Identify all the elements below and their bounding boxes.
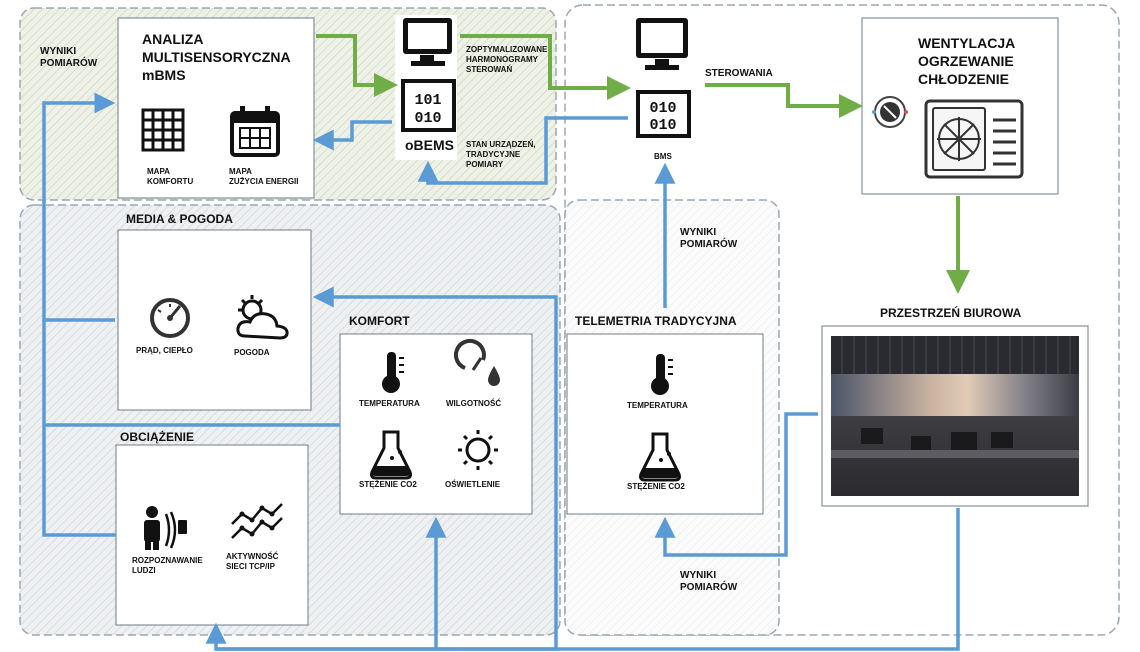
office-title: PRZESTRZEŃ BIUROWA bbox=[880, 306, 1022, 320]
obems-monitor-icon bbox=[403, 18, 452, 66]
obems-top-text: ZOPTYMALIZOWANE HARMONOGRAMY STEROWAŃ bbox=[466, 45, 548, 74]
network-icon bbox=[224, 500, 292, 572]
telemetry-flask-icon bbox=[625, 426, 697, 496]
grid-icon bbox=[141, 108, 185, 152]
flow-bottom-to-load bbox=[205, 622, 556, 651]
hvac-unit-icon bbox=[924, 99, 1024, 179]
humidity-icon bbox=[444, 338, 512, 410]
green-flows bbox=[316, 34, 970, 294]
person-icon bbox=[128, 502, 216, 570]
media-title: MEDIA & POGODA bbox=[126, 212, 233, 226]
komfort-item-label: WILGOTNOŚĆ bbox=[446, 399, 502, 408]
svg-text:101: 101 bbox=[414, 92, 441, 109]
obems-binary-icon: 101 010 bbox=[401, 79, 456, 132]
mbms-panel bbox=[117, 17, 315, 199]
komfort-item-label: OŚWIETLENIE bbox=[445, 480, 501, 489]
thermometer-icon bbox=[358, 346, 430, 410]
load-item-label: ROZPOZNAWANIE LUDZI bbox=[132, 556, 203, 575]
komfort-item-label: TEMPERATURA bbox=[359, 399, 420, 408]
flow-sensors-to-mbms bbox=[42, 92, 116, 322]
thermostat-dial-icon bbox=[866, 92, 912, 132]
sun-icon bbox=[444, 422, 512, 494]
mbms-item-label: MAPA KOMFORTU bbox=[147, 167, 194, 186]
mbms-side-label: WYNIKI POMIARÓW bbox=[40, 46, 98, 69]
telemetry-thermometer-icon bbox=[625, 346, 697, 412]
svg-text:010: 010 bbox=[649, 100, 676, 117]
bms-binary-icon: 010 010 bbox=[636, 90, 691, 138]
flow-bms-to-obems bbox=[417, 116, 628, 185]
load-title: OBCIĄŻENIE bbox=[120, 430, 195, 444]
calendar-icon bbox=[229, 106, 281, 158]
telemetry-item-label: TEMPERATURA bbox=[627, 401, 688, 410]
flow-office-to-bottom bbox=[556, 508, 960, 651]
obems-label: oBEMS bbox=[405, 137, 454, 153]
telemetry-results-text: WYNIKI POMIARÓW bbox=[680, 570, 738, 593]
office-photo bbox=[831, 336, 1079, 496]
flow-bms-to-hvac bbox=[705, 83, 863, 118]
telemetry-item-label: STĘŻENIE CO2 bbox=[627, 482, 685, 491]
obems-bottom-text: STAN URZĄDZEŃ, TRADYCYJNE POMIARY bbox=[466, 140, 536, 169]
hvac-title: WENTYLACJA OGRZEWANIE CHŁODZENIE bbox=[918, 35, 1016, 87]
blue-flows bbox=[42, 92, 960, 651]
svg-text:010: 010 bbox=[414, 110, 441, 127]
media-item-label: PRĄD, CIEPŁO bbox=[136, 346, 193, 355]
load-item-label: AKTYWNOŚĆ SIECI TCP/IP bbox=[226, 552, 279, 571]
bms-results-text: WYNIKI POMIARÓW bbox=[680, 227, 738, 250]
komfort-title: KOMFORT bbox=[349, 314, 410, 328]
bms-label: BMS bbox=[654, 152, 672, 161]
svg-text:010: 010 bbox=[649, 117, 676, 134]
bms-monitor-icon bbox=[636, 18, 688, 70]
flow-obems-to-bms bbox=[460, 34, 631, 100]
flow-office-to-telemetry bbox=[654, 412, 818, 557]
mbms-title: ANALIZA MULTISENSORYCZNA mBMS bbox=[142, 31, 291, 83]
bms-control-text: STEROWANIA bbox=[705, 68, 773, 79]
gauge-icon bbox=[135, 290, 207, 360]
flow-mbms-to-obems bbox=[316, 34, 398, 97]
telemetry-title: TELEMETRIA TRADYCYJNA bbox=[575, 314, 737, 328]
weather-icon bbox=[225, 290, 295, 360]
flow-load-to-bus bbox=[42, 320, 116, 537]
flask-icon bbox=[358, 424, 430, 494]
mbms-item-label: MAPA ZUŻYCIA ENERGII bbox=[229, 167, 299, 186]
komfort-item-label: STĘŻENIE CO2 bbox=[359, 480, 417, 489]
flow-obems-to-mbms bbox=[312, 120, 392, 151]
media-item-label: POGODA bbox=[234, 348, 270, 357]
